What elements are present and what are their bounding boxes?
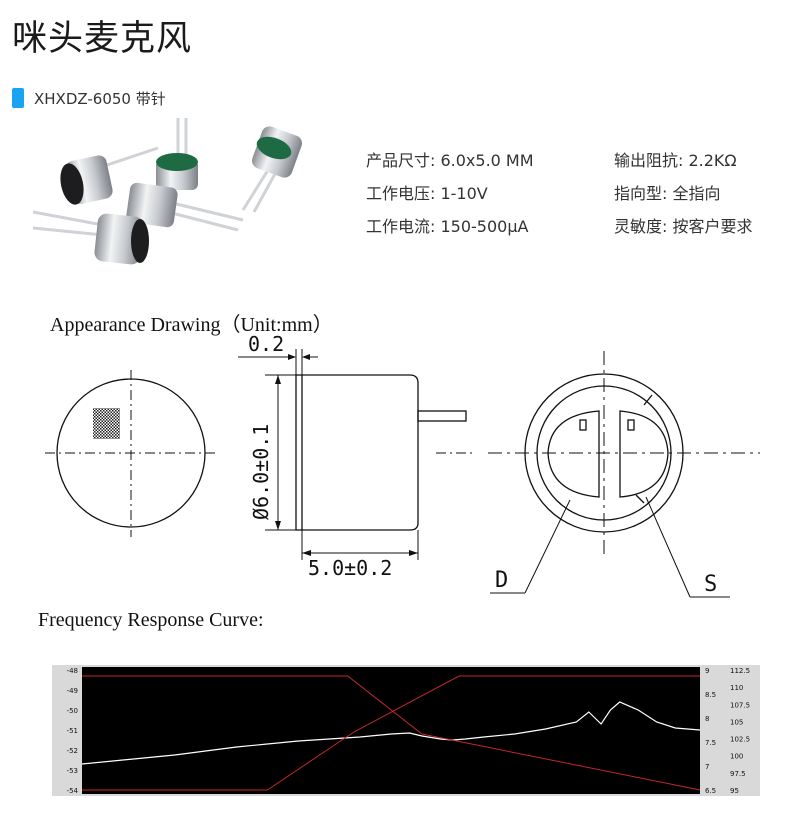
left-tick-label: -48 bbox=[67, 667, 78, 675]
label-source: S bbox=[704, 572, 717, 597]
specs-left: 产品尺寸: 6.0x5.0 MM 工作电压: 1-10V 工作电流: 150-5… bbox=[366, 144, 534, 243]
side-view bbox=[238, 349, 472, 560]
spec-directivity: 指向型: 全指向 bbox=[614, 184, 721, 203]
right-tick-label-a: 9 bbox=[705, 667, 709, 675]
limit-line-2 bbox=[82, 675, 700, 791]
appearance-drawing-title: Appearance Drawing（Unit:mm） bbox=[50, 314, 333, 336]
right-tick-label-a: 7 bbox=[705, 763, 709, 771]
dim-length: 5.0±0.2 bbox=[308, 556, 392, 580]
model-label: XHXDZ-6050 带针 bbox=[34, 90, 166, 108]
left-tick-label: -54 bbox=[67, 787, 79, 795]
specs-right: 输出阻抗: 2.2KΩ 指向型: 全指向 灵敏度: 按客户要求 bbox=[614, 144, 752, 243]
right-tick-label-a: 7.5 bbox=[705, 739, 716, 747]
mic-5 bbox=[32, 210, 149, 265]
label-drain: D bbox=[495, 568, 508, 593]
right-tick-label-b: 100 bbox=[730, 753, 743, 761]
rear-view bbox=[488, 351, 760, 598]
left-tick-label: -50 bbox=[67, 707, 78, 715]
right-axis-ticks-b: 112.5 110 107.5 105 102.5 100 97.5 95 bbox=[730, 667, 750, 795]
right-tick-label-b: 102.5 bbox=[730, 736, 750, 744]
model-badge bbox=[12, 88, 24, 108]
right-tick-label-a: 8.5 bbox=[705, 691, 716, 699]
frequency-response-title: Frequency Response Curve: bbox=[38, 609, 264, 631]
appearance-drawing: 0.2 5.0±0.2 Ø6.0±0.1 D S bbox=[45, 335, 760, 598]
right-tick-label-b: 107.5 bbox=[730, 701, 750, 709]
right-tick-label-b: 112.5 bbox=[730, 667, 750, 675]
right-tick-label-b: 105 bbox=[730, 718, 743, 726]
left-tick-label: -49 bbox=[67, 687, 78, 695]
left-tick-label: -53 bbox=[67, 767, 78, 775]
right-tick-label-b: 97.5 bbox=[730, 770, 746, 778]
response-curve-line bbox=[81, 701, 701, 765]
left-tick-label: -52 bbox=[67, 747, 78, 755]
spec-voltage: 工作电压: 1-10V bbox=[366, 184, 488, 203]
chart-plot-area bbox=[82, 667, 700, 794]
spec-impedance: 输出阻抗: 2.2KΩ bbox=[614, 151, 737, 170]
mic-4 bbox=[241, 126, 303, 213]
limit-line-1 bbox=[82, 675, 701, 791]
dim-thickness: 0.2 bbox=[248, 335, 284, 356]
right-tick-label-a: 6.5 bbox=[705, 787, 716, 795]
right-tick-label-b: 95 bbox=[730, 787, 739, 795]
front-view bbox=[45, 370, 218, 537]
mic-2 bbox=[156, 118, 198, 190]
right-axis-ticks-a: 9 8.5 8 7.5 7 6.5 bbox=[705, 667, 716, 795]
frequency-response-chart: -48 -49 -50 -51 -52 -53 -54 9 8.5 8 7.5 7 6.5 112.5… bbox=[52, 665, 760, 796]
right-tick-label-a: 8 bbox=[705, 715, 709, 723]
dim-diameter: Ø6.0±0.1 bbox=[249, 424, 273, 520]
spec-size: 产品尺寸: 6.0x5.0 MM bbox=[366, 151, 534, 170]
left-axis-ticks: -48 -49 -50 -51 -52 -53 -54 bbox=[67, 667, 79, 795]
spec-current: 工作电流: 150-500μA bbox=[366, 217, 529, 236]
chart-series bbox=[81, 675, 701, 791]
page-title: 咪头麦克风 bbox=[12, 19, 193, 59]
mic-3 bbox=[126, 182, 244, 232]
right-tick-label-b: 110 bbox=[730, 684, 743, 692]
mic-1 bbox=[60, 146, 159, 205]
spec-sensitivity: 灵敏度: 按客户要求 bbox=[614, 217, 753, 236]
left-tick-label: -51 bbox=[67, 727, 78, 735]
product-photo bbox=[32, 118, 303, 265]
mesh-pattern bbox=[93, 408, 120, 439]
